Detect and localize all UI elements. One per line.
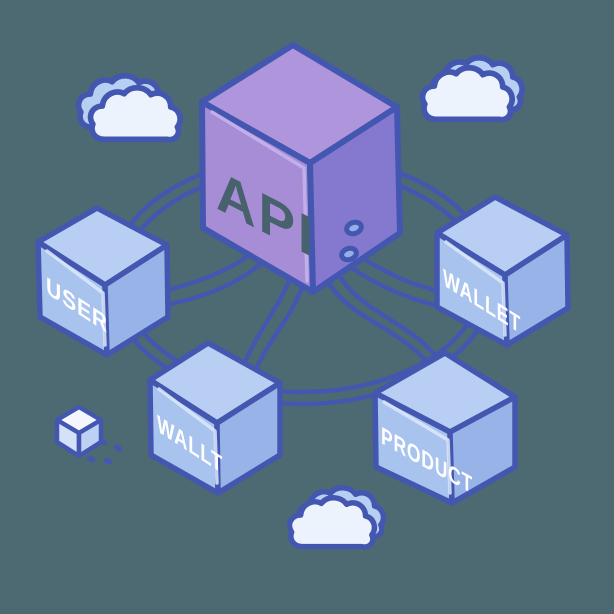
- mini-cube: [54, 404, 104, 459]
- product-cube-right-face: [447, 394, 518, 506]
- wallt-cube: WALLT: [147, 340, 283, 496]
- wire-api-product-1: [319, 267, 430, 365]
- wire-api-wallt-1: [241, 265, 298, 367]
- wallt-cube-highlight: [157, 387, 219, 485]
- wire-api-wallt-2: [252, 273, 310, 374]
- sparkle-dots: [86, 438, 123, 465]
- product-cube-highlight: [382, 400, 452, 495]
- api-cube-highlight: [210, 110, 309, 283]
- api-indicator-dot-top: [344, 219, 364, 237]
- wallet-cube-right-face: [502, 232, 571, 348]
- sparkle-dot-3: [86, 455, 96, 463]
- user-cube-highlight: [45, 249, 107, 347]
- cloud-top-left-front: [91, 88, 181, 140]
- user-cube: USER: [35, 205, 171, 358]
- wallet-cube: WALLET: [434, 194, 571, 348]
- cloud-top-right-front: [423, 68, 513, 120]
- cloud-bottom-front: [290, 498, 375, 547]
- sparkle-dot-2: [113, 444, 123, 452]
- sparkle-dot-1: [98, 438, 108, 446]
- user-cube-right-face: [102, 242, 171, 358]
- api-indicator-dots: [339, 219, 364, 263]
- sparkle-dot-4: [103, 457, 113, 465]
- wire-api-product-2: [330, 260, 439, 359]
- wallet-cube-highlight: [444, 240, 507, 337]
- api-indicator-dot-bottom: [339, 245, 359, 263]
- api-cube: API: [199, 42, 403, 295]
- api-cube-right-face: [307, 104, 403, 295]
